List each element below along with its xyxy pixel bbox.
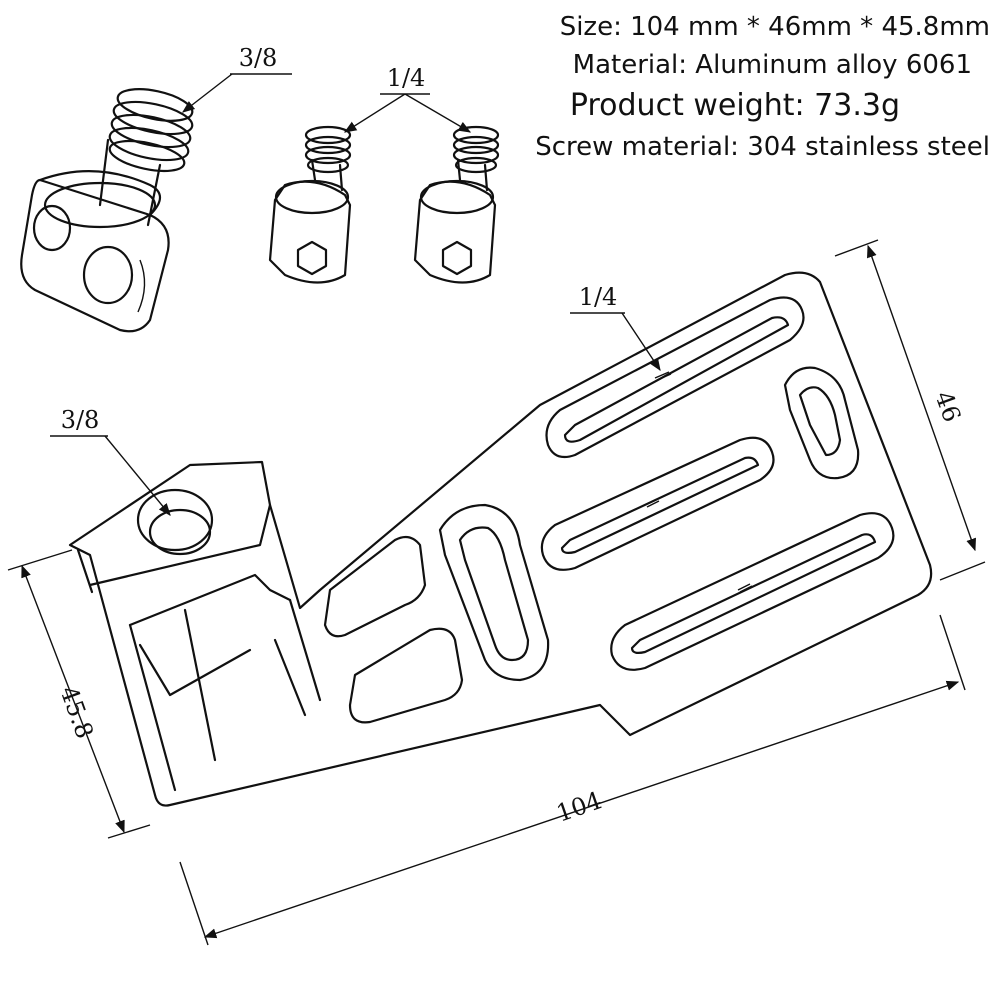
spec-screw-material-text: Screw material: 304 stainless steel [535, 132, 990, 162]
dimension-104-label: 104 [553, 786, 605, 827]
spec-weight-text: Product weight: 73.3g [569, 88, 900, 123]
spec-size-text: Size: 104 mm * 46mm * 45.8mm [559, 12, 990, 42]
screw-38-drawing [20, 88, 194, 333]
callout-plate-hole-38-label: 3/8 [61, 406, 100, 434]
screw-14-left-drawing [268, 125, 352, 284]
dimension-46-label: 46 [929, 387, 966, 425]
bracket-plate-drawing [68, 271, 933, 807]
callout-screws-14: 1/4 [343, 64, 472, 133]
callout-screw-38: 3/8 [182, 44, 292, 113]
dimension-45-8-label: 45.8 [54, 682, 99, 742]
spec-material-text: Material: Aluminum alloy 6061 [572, 50, 972, 80]
dimension-46: 46 [834, 239, 986, 581]
callout-screws-14-label: 1/4 [387, 64, 426, 92]
callout-plate-hole-38: 3/8 [50, 406, 171, 516]
callout-screw-38-label: 3/8 [239, 44, 278, 72]
screw-14-right-drawing [413, 125, 500, 284]
callout-plate-slot-14: 1/4 [570, 283, 661, 372]
dimension-104: 104 [179, 614, 966, 946]
callout-plate-slot-14-label: 1/4 [579, 283, 618, 311]
